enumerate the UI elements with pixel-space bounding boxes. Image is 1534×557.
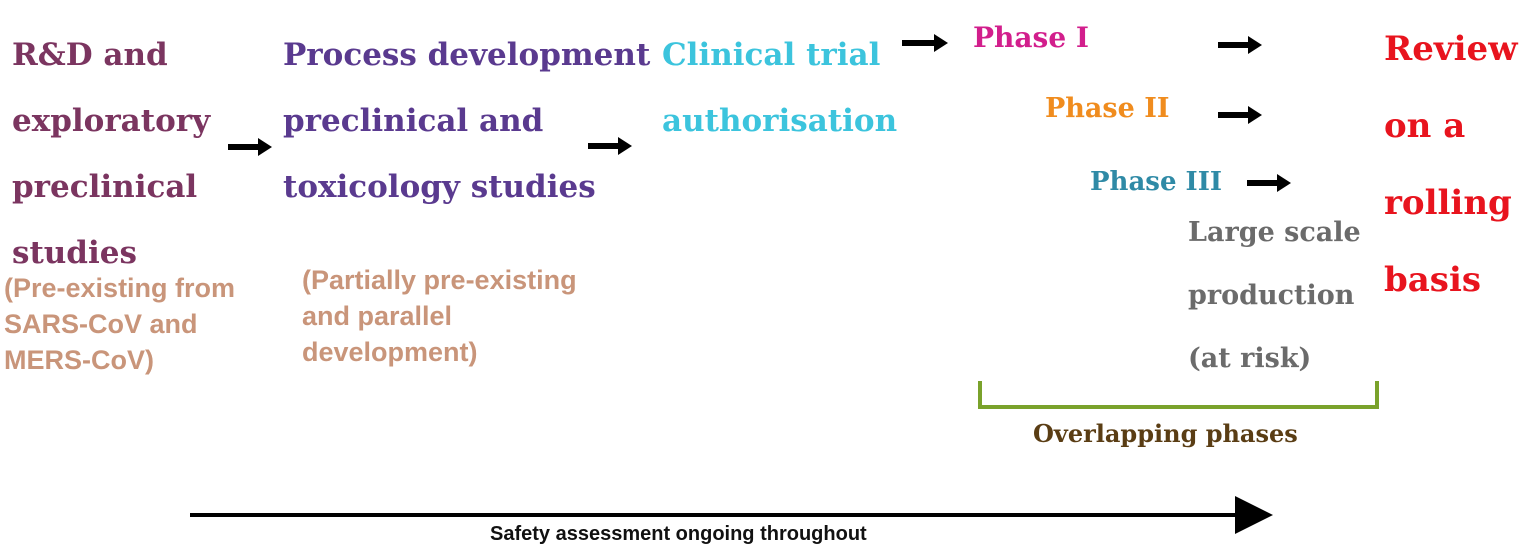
production-line-3: (at risk) [1188,343,1312,374]
stage-process-line-3: toxicology studies [283,169,596,205]
large-scale-production: Large scale production (at risk) [1188,201,1361,390]
stage-authorisation-line-2: authorisation [662,103,898,139]
safety-assessment-label: Safety assessment ongoing throughout [490,523,867,545]
stage-rd-note: (Pre-existing from SARS-CoV and MERS-CoV… [4,270,235,378]
stage-process-note-line-3: development) [302,337,478,367]
phase-1-label: Phase I [973,21,1089,54]
stage-rd-exploratory: R&D and exploratory preclinical studies [12,22,210,286]
stage-rd-line-2: exploratory [12,103,211,139]
stage-process-note: (Partially pre-existing and parallel dev… [302,262,577,370]
review-line-4: basis [1384,260,1482,300]
phase-2-label: Phase II [1045,93,1170,124]
stage-rd-note-line-3: MERS-CoV) [4,345,154,375]
stage-process-note-line-1: (Partially pre-existing [302,265,577,295]
stage-clinical-trial-authorisation: Clinical trial authorisation [662,22,897,154]
phase-3-label: Phase III [1090,167,1223,197]
stage-rd-line-4: studies [12,235,137,271]
overlapping-phases-label: Overlapping phases [1033,419,1298,448]
stage-process-line-2: preclinical and [283,103,544,139]
stage-rd-line-3: preclinical [12,169,198,205]
production-line-2: production [1188,280,1355,311]
stage-process-development: Process development preclinical and toxi… [283,22,650,220]
overlapping-phases-bracket [978,381,1379,409]
stage-process-note-line-2: and parallel [302,301,453,331]
stage-authorisation-line-1: Clinical trial [662,37,881,73]
stage-process-line-1: Process development [283,37,651,73]
review-line-3: rolling [1384,183,1512,223]
stage-rd-note-line-2: SARS-CoV and [4,309,198,339]
stage-rd-note-line-1: (Pre-existing from [4,273,236,303]
production-line-1: Large scale [1188,217,1361,248]
review-line-1: Review [1384,29,1518,69]
review-rolling-basis: Review on a rolling basis [1384,11,1517,319]
review-line-2: on a [1384,106,1466,146]
stage-rd-line-1: R&D and [12,37,168,73]
